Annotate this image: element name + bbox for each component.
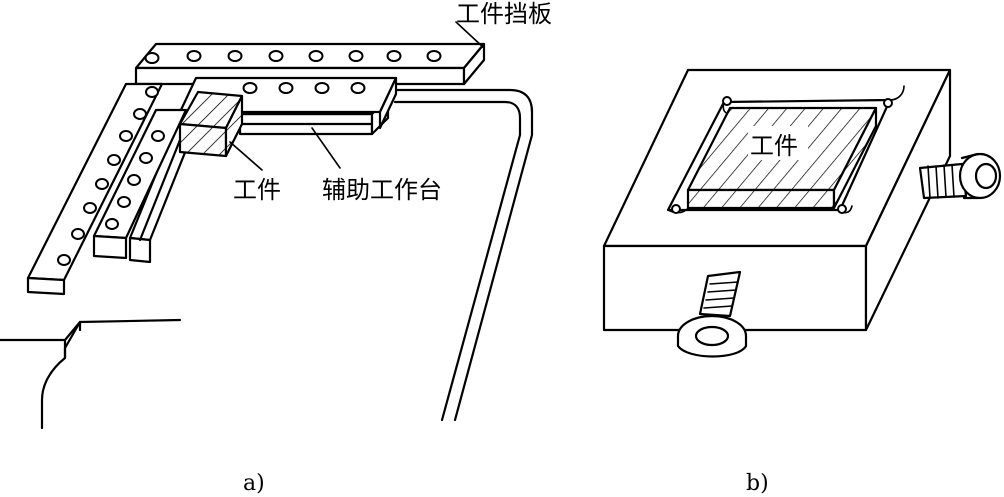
panel-b: 工件 b) [602, 68, 1002, 496]
screw-right [918, 152, 1002, 200]
leader-baffle [455, 21, 485, 49]
baffle-left-inner [92, 108, 188, 260]
panel-a: 工件挡板 工件 辅助工作台 a) [0, 0, 552, 496]
caption-a: a) [243, 471, 265, 496]
baffle-left-holes [57, 86, 165, 266]
baffle-top-holes [144, 50, 442, 94]
leader-workpiece [229, 141, 263, 171]
label-baffle: 工件挡板 [456, 0, 552, 28]
screw-front [676, 270, 748, 358]
label-workpiece-b: 工件 [750, 132, 798, 160]
label-aux-table: 辅助工作台 [322, 176, 442, 204]
label-workpiece-a: 工件 [233, 176, 281, 204]
workpiece-a [178, 90, 244, 158]
label-bg-workpiece-b [748, 126, 808, 160]
leader-aux-table [311, 127, 341, 169]
machine-table-top [378, 88, 534, 422]
machine-table [0, 318, 182, 430]
caption-b: b) [746, 471, 769, 496]
